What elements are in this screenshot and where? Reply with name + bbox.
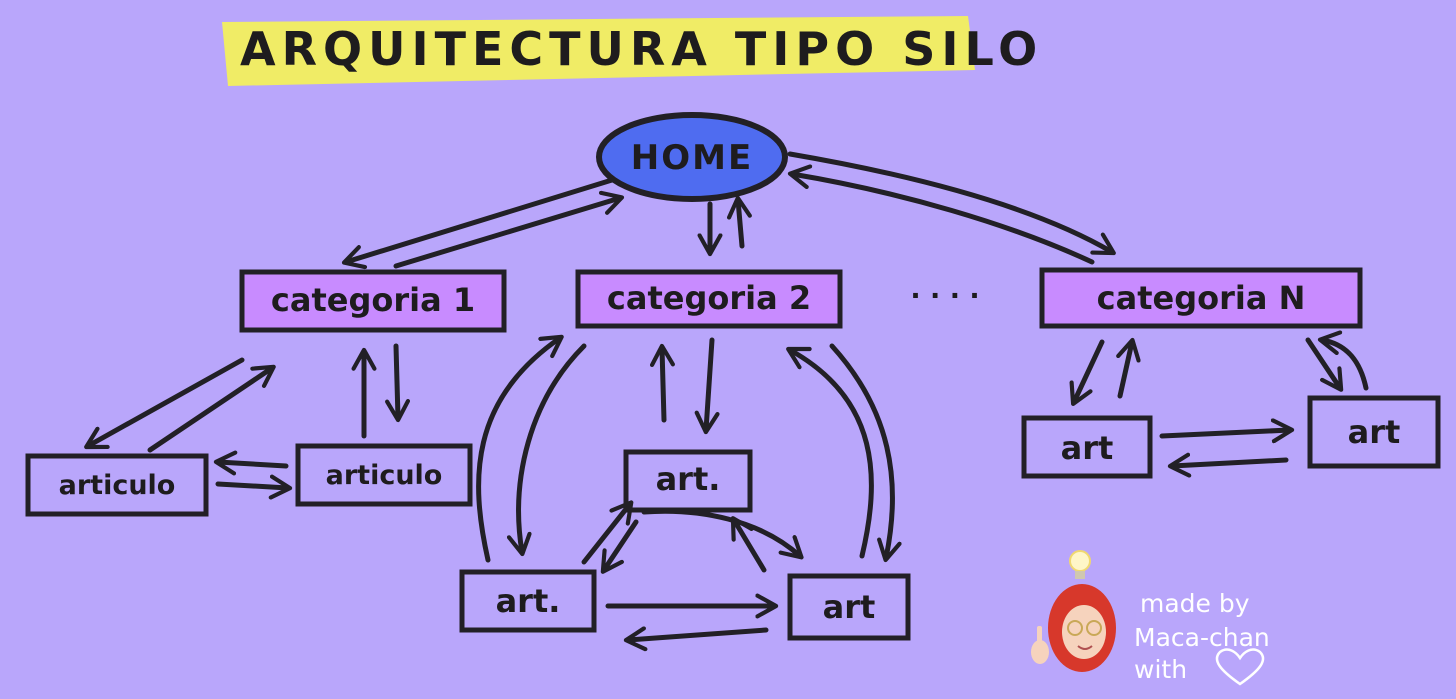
article-label: articulo — [326, 460, 443, 491]
article-label: art. — [496, 582, 561, 620]
page-title: ARQUITECTURA TIPO SILO — [240, 22, 1043, 76]
article-label: art. — [656, 460, 721, 498]
cat2-article-left: art. — [459, 569, 597, 633]
catN-article-b: art — [1307, 395, 1441, 469]
arrow-cat2-to-art-top — [694, 337, 720, 435]
article-label: art — [823, 588, 876, 626]
arrow-catN-to-home — [787, 164, 1095, 265]
category-node-2: categoria 2 — [575, 269, 843, 329]
arrow-art-top-to-cat2 — [649, 343, 675, 423]
title-highlight — [222, 16, 975, 86]
cat2-article-right: art — [787, 573, 911, 641]
category-1-label: categoria 1 — [271, 281, 475, 319]
arrows-cat2 — [476, 334, 902, 652]
arrow-art-right-to-cat2 — [786, 346, 874, 559]
arrow-art-a-to-art-b — [215, 474, 293, 500]
home-node: HOME — [596, 112, 788, 202]
arrow-catN-to-art-b — [1305, 337, 1344, 392]
article-label: articulo — [59, 470, 176, 501]
arrow-art-b-to-catN — [1317, 330, 1369, 391]
category-2-label: categoria 2 — [607, 279, 811, 317]
ellipsis: . . . . — [910, 274, 979, 305]
category-n-label: categoria N — [1097, 279, 1306, 317]
lightbulb-icon — [1069, 550, 1091, 579]
arrows-home — [341, 151, 1116, 270]
arrow-cat2-to-home — [726, 195, 752, 249]
avatar-icon — [1031, 584, 1116, 672]
arrow-art-top-to-art-right — [641, 508, 804, 560]
arrow-art-right-to-art-left — [623, 626, 769, 652]
arrow-cat1-to-home — [393, 190, 625, 269]
category-node-1: categoria 1 — [239, 269, 507, 333]
arrow-art-b-to-art-a — [1167, 452, 1289, 478]
category-node-n: categoria N — [1039, 267, 1363, 329]
arrow-art-b-to-art-a — [213, 450, 289, 476]
arrow-art-right-to-art-top — [730, 516, 767, 573]
arrow-catN-to-art-a — [1069, 339, 1105, 406]
article-label: art — [1348, 413, 1401, 451]
arrow-cat2-to-art-left — [506, 343, 587, 557]
catN-article-a: art — [1021, 415, 1153, 479]
signature: made by Maca-chan with — [1031, 550, 1270, 686]
arrow-home-to-catN — [787, 151, 1116, 256]
signature-line-3: with — [1134, 655, 1187, 684]
cat1-article-a: articulo — [25, 453, 209, 517]
title-group: ARQUITECTURA TIPO SILO — [222, 16, 1043, 86]
signature-line-1: made by — [1140, 589, 1250, 618]
home-label: HOME — [631, 138, 753, 178]
arrow-art-left-to-cat2 — [476, 334, 564, 563]
heart-icon — [1215, 648, 1265, 686]
arrow-art-left-to-art-top — [581, 500, 634, 565]
arrows-catN — [1069, 330, 1369, 478]
arrow-art-top-to-art-left — [600, 519, 639, 574]
arrows-cat1 — [84, 343, 411, 500]
arrow-art-a-to-catN — [1116, 337, 1141, 399]
arrow-home-to-cat1 — [341, 177, 615, 270]
cat2-article-top: art. — [623, 449, 753, 513]
arrow-cat1-to-art-a — [84, 357, 245, 450]
arrow-cat2-to-art-right — [829, 343, 902, 563]
article-label: art — [1061, 429, 1114, 467]
signature-line-2: Maca-chan — [1134, 623, 1270, 652]
cat1-article-b: articulo — [295, 443, 473, 507]
arrow-art-a-to-art-b — [1159, 418, 1295, 444]
arrow-art-a-to-cat1 — [147, 364, 276, 453]
arrow-cat1-to-art-b — [385, 343, 411, 423]
